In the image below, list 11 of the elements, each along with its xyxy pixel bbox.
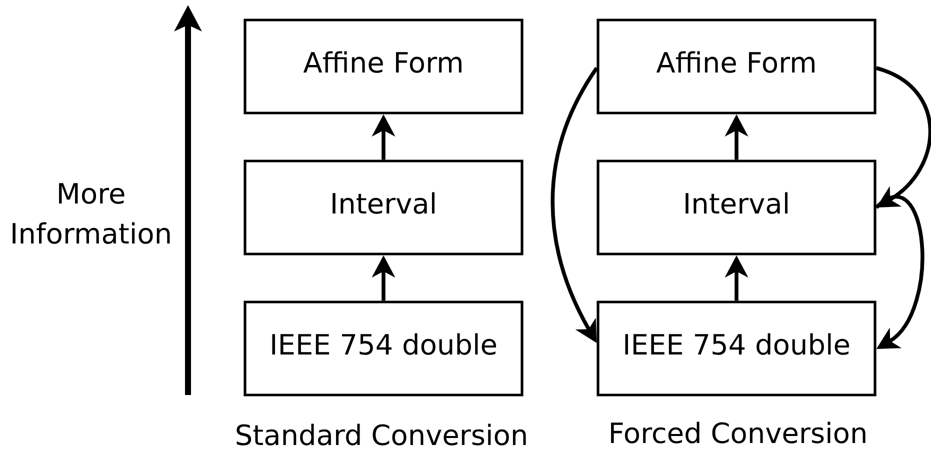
column-caption: Forced Conversion [611, 422, 866, 444]
type-box: Interval [596, 160, 876, 256]
direction-label: More Information [12, 183, 170, 244]
type-box: Interval [244, 160, 524, 256]
curved-arrow [875, 195, 924, 349]
type-box: Affine Form [244, 18, 524, 114]
type-box: IEEE 754 double [596, 300, 876, 396]
type-box: IEEE 754 double [244, 300, 524, 396]
type-box: Affine Form [596, 18, 876, 114]
curved-arrow [876, 66, 931, 208]
column-caption: Standard Conversion [236, 424, 526, 446]
